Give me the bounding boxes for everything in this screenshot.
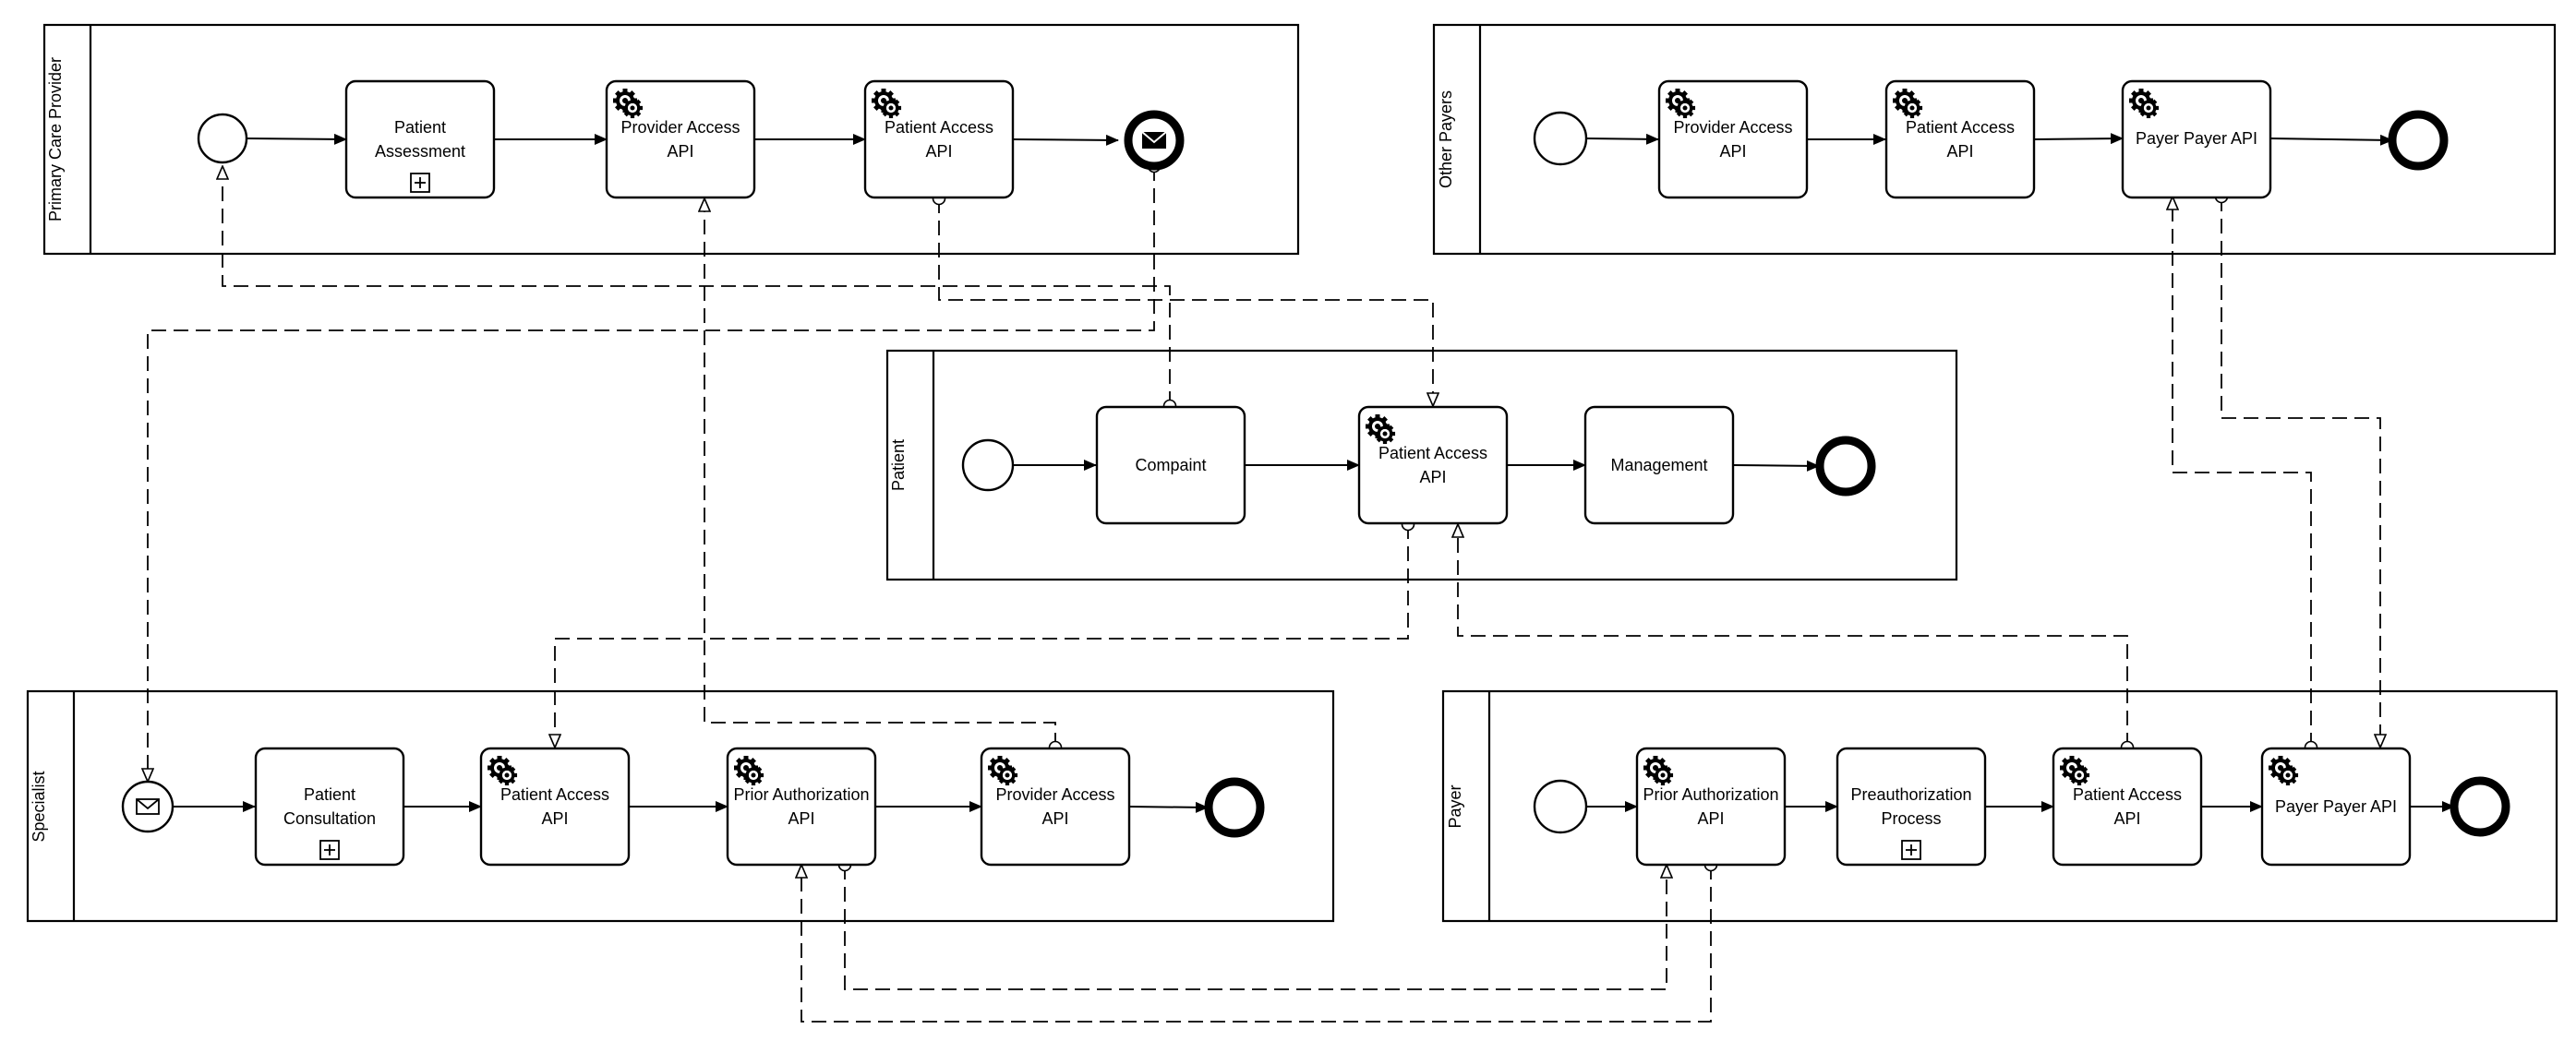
task-label: Provider Access	[1673, 118, 1792, 137]
task-label: API	[1419, 468, 1446, 486]
task-py-patient-access-api[interactable]: Patient Access API	[2052, 747, 2203, 867]
task-py-payer-payer-api[interactable]: Payer Payer API	[2260, 747, 2412, 867]
pool-label-primary-care: Primary Care Provider	[46, 57, 65, 221]
payer-end-event[interactable]	[2450, 776, 2510, 837]
task-pt-complaint[interactable]: Compaint	[1095, 405, 1246, 525]
task-label: Patient	[394, 118, 446, 137]
task-label: Patient Access	[2073, 785, 2182, 804]
task-label: API	[1041, 809, 1068, 828]
task-label: API	[1719, 142, 1746, 161]
task-label: Patient Access	[885, 118, 993, 137]
task-pcp-provider-access-api[interactable]: Provider Access API	[605, 79, 756, 199]
other-payers-start-event[interactable]	[1533, 111, 1588, 166]
task-sp-provider-access-api[interactable]: Provider Access API	[980, 747, 1131, 867]
task-label: API	[667, 142, 693, 161]
task-label: API	[1697, 809, 1724, 828]
task-label: Preauthorization	[1850, 785, 1971, 804]
task-sp-patient-access-api[interactable]: Patient Access API	[479, 747, 631, 867]
task-op-patient-access-api[interactable]: Patient Access API	[1884, 79, 2036, 199]
task-label: API	[925, 142, 952, 161]
pool-label-payer: Payer	[1446, 784, 1464, 828]
task-pcp-patient-access-api[interactable]: Patient Access API	[863, 79, 1015, 199]
task-py-preauthorization-process[interactable]: Preauthorization Process	[1836, 747, 1987, 867]
task-label: Compaint	[1135, 456, 1206, 474]
pool-label-other-payers: Other Payers	[1437, 90, 1455, 188]
pool-label-specialist: Specialist	[30, 771, 48, 842]
events	[121, 110, 2510, 838]
envelope-icon	[136, 798, 160, 815]
payer-start-event[interactable]	[1533, 779, 1588, 834]
task-label: Payer Payer API	[2136, 129, 2257, 148]
task-label: Patient Access	[1378, 444, 1487, 462]
task-label: Provider Access	[995, 785, 1114, 804]
patient-end-event[interactable]	[1815, 436, 1876, 497]
task-pt-patient-access-api[interactable]: Patient Access API	[1357, 405, 1509, 525]
specialist-end-event[interactable]	[1204, 777, 1265, 838]
other-payers-end-event[interactable]	[2388, 110, 2449, 171]
task-label: Patient Access	[1906, 118, 2015, 137]
task-pt-management[interactable]: Management	[1583, 405, 1735, 525]
task-pcp-patient-assessment[interactable]: Patient Assessment	[344, 79, 496, 199]
task-label: Payer Payer API	[2275, 797, 2397, 816]
task-label: API	[788, 809, 814, 828]
task-sp-prior-authorization-api[interactable]: Prior Authorization API	[726, 747, 877, 867]
envelope-icon	[1141, 131, 1167, 150]
pool-label-patient: Patient	[889, 439, 908, 491]
task-label: Consultation	[283, 809, 376, 828]
pcp-start-event[interactable]	[197, 113, 248, 164]
task-label: Provider Access	[620, 118, 740, 137]
sequence-flows	[173, 133, 2455, 813]
plus-square-icon	[410, 173, 430, 193]
task-label: Prior Authorization	[733, 785, 869, 804]
task-py-prior-authorization-api[interactable]: Prior Authorization API	[1635, 747, 1787, 867]
patient-start-event[interactable]	[961, 438, 1015, 492]
task-label: API	[2113, 809, 2140, 828]
plus-square-icon	[319, 840, 340, 860]
task-label: Process	[1881, 809, 1941, 828]
task-sp-patient-consultation[interactable]: Patient Consultation	[254, 747, 405, 867]
task-label: Patient Access	[500, 785, 609, 804]
plus-square-icon	[1901, 840, 1921, 860]
task-label: API	[541, 809, 568, 828]
message-flows	[148, 166, 2380, 1023]
task-label: Assessment	[375, 142, 465, 161]
task-label: Patient	[304, 785, 355, 804]
task-op-provider-access-api[interactable]: Provider Access API	[1657, 79, 1809, 199]
task-label: Management	[1610, 456, 1707, 474]
task-label: API	[1946, 142, 1973, 161]
task-op-payer-payer-api[interactable]: Payer Payer API	[2121, 79, 2272, 199]
task-label: Prior Authorization	[1643, 785, 1778, 804]
